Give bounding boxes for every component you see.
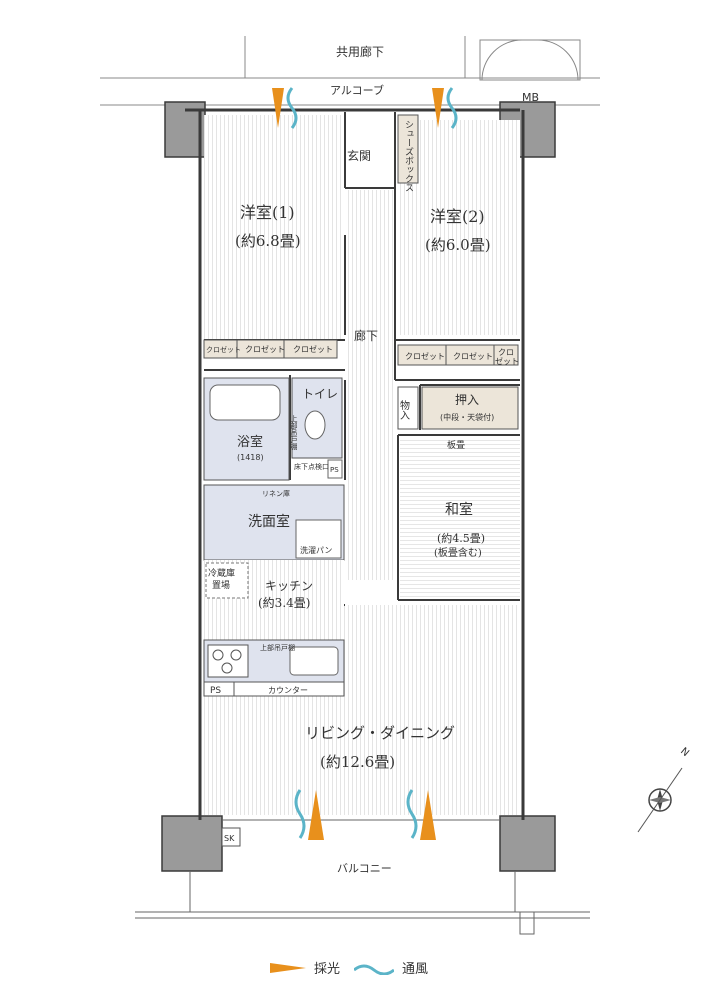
fridge-space (205, 562, 249, 599)
western-room-1-floor (204, 115, 342, 340)
balcony-rail (135, 819, 590, 935)
western-room-1-label: 洋室(1) (240, 203, 295, 222)
itatatami-label: 板畳 (447, 439, 465, 451)
sk-label: SK (224, 834, 235, 843)
kitchen-size: (約3.4畳) (258, 595, 310, 610)
fridge-label: 冷蔵庫 (208, 567, 235, 579)
japanese-room-size: (約4.5畳) (437, 531, 485, 545)
wind-arrow-top-left (286, 87, 298, 129)
light-arrow-top-right (432, 88, 444, 128)
bathtub (209, 384, 281, 421)
closet-label-3: クロゼット (293, 344, 333, 354)
bathroom-size: (1418) (237, 453, 264, 462)
bathroom-label: 浴室 (237, 434, 263, 450)
ps-label-2: PS (210, 686, 221, 696)
laundry-pan-label: 洗濯パン (300, 545, 332, 555)
compass-icon (637, 767, 683, 833)
floor-inspection-label: 床下点検口 (294, 462, 329, 471)
japanese-room-note: (板畳含む) (434, 546, 482, 559)
balcony-label: バルコニー (337, 862, 392, 875)
closet-split-1: クロ (498, 348, 514, 357)
entrance-label: 玄関 (347, 148, 371, 163)
linen-label: リネン庫 (262, 489, 290, 498)
light-arrow-bottom-right (420, 790, 436, 840)
hallway-floor (345, 190, 395, 580)
wall-lines (185, 108, 525, 820)
mb-label: MB (522, 91, 539, 104)
wind-wave-icon (354, 964, 395, 975)
washroom-label: 洗面室 (248, 513, 290, 530)
storage-in (397, 386, 419, 430)
toilet-label: トイレ (302, 387, 338, 401)
japanese-room-label: 和室 (445, 501, 473, 518)
wind-arrow-bottom-left (294, 789, 306, 839)
ps-box-1 (327, 459, 343, 479)
closet-label-4: クロゼット (405, 351, 445, 361)
stove (207, 644, 249, 678)
legend-light: 採光 (270, 958, 340, 977)
living-dining-size: (約12.6畳) (320, 753, 395, 771)
closet-label-1: クロゼット (206, 345, 241, 354)
japanese-room-floor (400, 440, 520, 600)
closet-split-2: ゼット (495, 356, 519, 366)
oshiire-note: (中段・天袋付) (440, 412, 494, 422)
shoe-box (397, 114, 419, 184)
legend: 採光 通風 (270, 958, 428, 977)
toilet-bowl (304, 410, 326, 440)
upper-shelf-label-2: 上部吊戸棚 (260, 643, 295, 652)
closet-label-2: クロゼット (245, 344, 285, 354)
light-arrow-icon (270, 962, 306, 973)
living-dining-label: リビング・ダイニング (305, 724, 455, 742)
closets-room-1 (203, 339, 338, 359)
western-room-2-label: 洋室(2) (430, 207, 485, 226)
oshiire (421, 386, 519, 430)
storage-in-label: 物入 (398, 399, 410, 420)
kitchen-label: キッチン (265, 579, 313, 593)
laundry-pan-box (295, 519, 342, 559)
wind-arrow-top-right (446, 87, 458, 129)
upper-shelf-label: 上部吊戸棚 (290, 414, 298, 451)
oshiire-label: 押入 (455, 393, 479, 407)
wind-arrow-bottom-right (406, 789, 418, 839)
counter-label: カウンター (268, 686, 308, 695)
light-arrow-top-left (272, 88, 284, 128)
shoe-box-label: シューズボックス (403, 120, 414, 192)
sk-box (221, 827, 241, 847)
legend-wind-label: 通風 (402, 962, 429, 977)
counter-bar (233, 681, 345, 697)
common-corridor-label: 共用廊下 (336, 44, 384, 59)
closet-label-5: クロゼット (453, 351, 493, 361)
legend-wind: 通風 (354, 958, 428, 977)
sink (289, 646, 339, 676)
alcove-label: アルコーブ (330, 83, 384, 97)
fridge-place-label: 置場 (212, 579, 230, 591)
western-room-1-size: (約6.8畳) (235, 232, 301, 250)
north-label: N (678, 746, 691, 759)
legend-light-label: 採光 (314, 962, 341, 977)
closets-room-2 (397, 344, 519, 366)
hallway-label: 廊下 (354, 328, 378, 343)
ps-label-1: PS (330, 466, 339, 474)
light-arrow-bottom-left (308, 790, 324, 840)
western-room-2-size: (約6.0畳) (425, 236, 491, 254)
